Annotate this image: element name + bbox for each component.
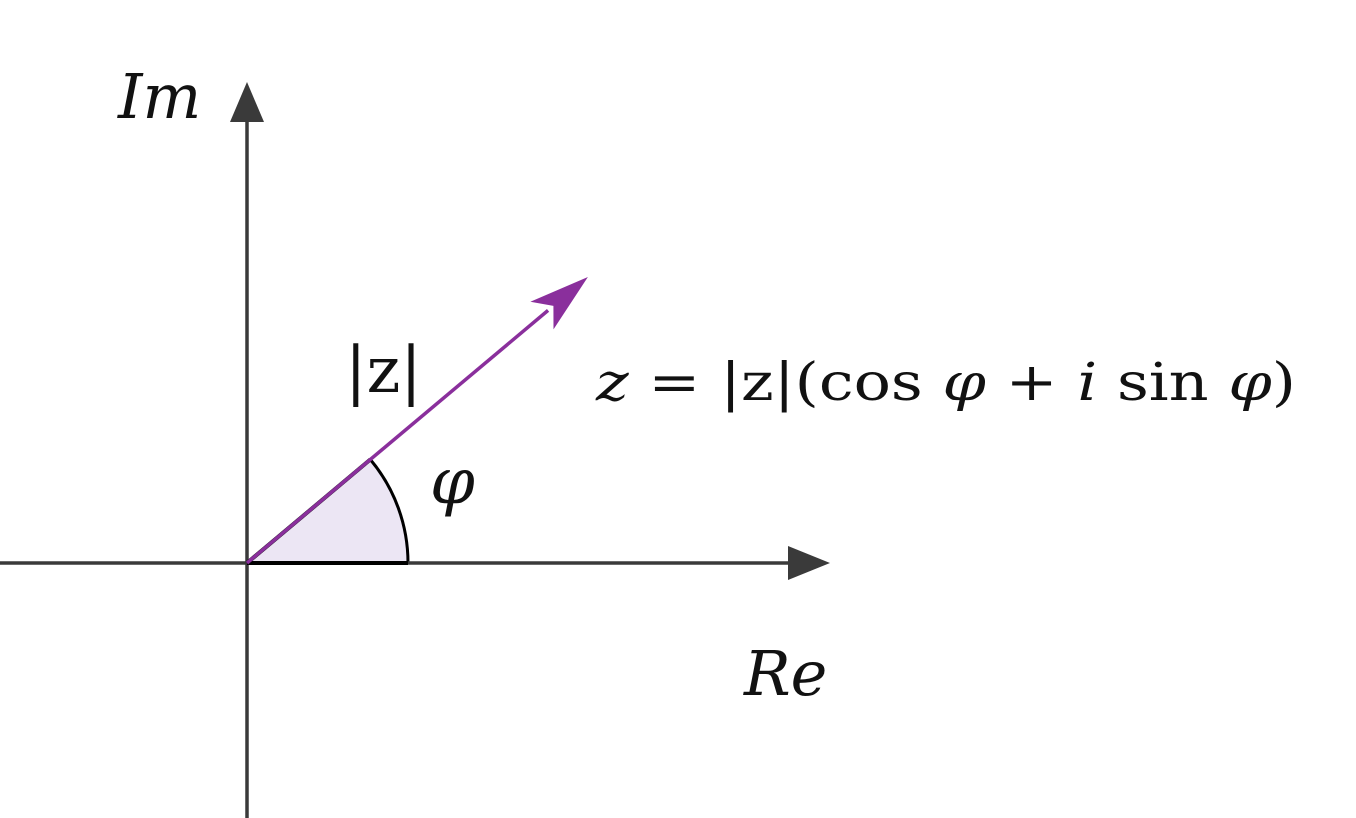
formula-sin: sin bbox=[1097, 353, 1228, 413]
angle-label: φ bbox=[430, 445, 475, 519]
modulus-label: |z| bbox=[345, 334, 422, 408]
formula-plus: + bbox=[986, 353, 1077, 413]
vector-z bbox=[245, 309, 550, 565]
angle-arc bbox=[369, 458, 410, 564]
angle-sector bbox=[247, 459, 408, 563]
formula-z: z bbox=[595, 353, 630, 413]
formula-i: i bbox=[1077, 353, 1097, 413]
formula-phi-1: φ bbox=[943, 353, 987, 413]
formula-open-paren: ( bbox=[795, 353, 819, 413]
formula-cos: cos bbox=[819, 353, 943, 413]
imaginary-axis-arrowhead bbox=[230, 82, 264, 122]
vector-z-arrowhead bbox=[530, 276, 588, 330]
re-axis-label: Re bbox=[743, 637, 827, 710]
real-axis-arrowhead bbox=[788, 546, 830, 580]
formula-phi-2: φ bbox=[1228, 353, 1272, 413]
formula-close-paren: ) bbox=[1272, 353, 1296, 413]
im-axis-label: Im bbox=[117, 60, 201, 133]
polar-form-formula: z = |z|(cos φ + i sin φ) bbox=[595, 353, 1296, 413]
formula-modulus: |z| bbox=[720, 353, 794, 413]
formula-equals: = bbox=[629, 353, 720, 413]
